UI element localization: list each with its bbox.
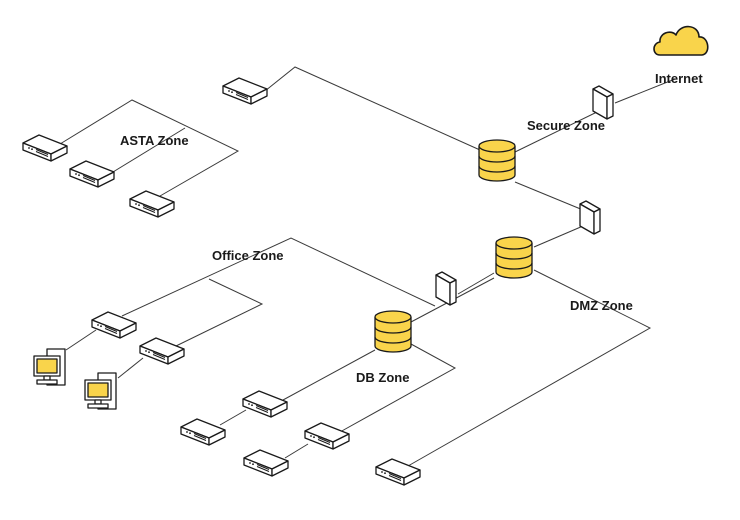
link-asta-branch	[112, 127, 186, 173]
link-internet-firewall	[614, 78, 676, 104]
workstation-icon	[33, 348, 66, 386]
firewall-icon	[592, 85, 614, 120]
secure-zone-label: Secure Zone	[527, 118, 606, 133]
asta-zone-label: ASTA Zone	[120, 133, 189, 148]
switch-icon	[22, 134, 68, 162]
link-workstation-2	[117, 357, 144, 379]
link-dmz-tree	[407, 269, 652, 467]
link-office-tree	[121, 237, 436, 317]
link-dmz-db-office-firewall	[457, 272, 495, 295]
firewall-icon	[435, 271, 457, 306]
database-icon	[374, 310, 412, 353]
cloud-icon	[653, 25, 709, 56]
switch-icon	[222, 77, 268, 105]
links	[59, 66, 676, 467]
link-dbzone-c	[284, 443, 309, 459]
switch-icon	[129, 190, 175, 218]
internet-label: Internet	[655, 71, 703, 86]
link-dbzone-a	[282, 349, 376, 401]
link-firewall-secure-db	[514, 111, 598, 153]
database-icon	[495, 236, 533, 279]
switch-icon	[304, 422, 350, 450]
office-zone-label: Office Zone	[212, 248, 284, 263]
switch-icon	[139, 337, 185, 365]
link-office-branch	[175, 278, 264, 347]
dmz-zone-label: DMZ Zone	[570, 298, 633, 313]
link-asta-secure-db	[264, 66, 481, 151]
firewall-icon	[579, 200, 601, 235]
workstation-icon	[84, 372, 117, 410]
link-dbzone-b	[219, 409, 247, 426]
switch-icon	[91, 311, 137, 339]
link-secure-db-firewall	[514, 181, 584, 211]
database-icon	[478, 139, 516, 182]
link-workstation-1	[65, 329, 97, 351]
db-zone-label: DB Zone	[356, 370, 410, 385]
link-firewall-dmz-db	[533, 225, 584, 248]
switch-icon	[180, 418, 226, 446]
switch-icon	[242, 390, 288, 418]
link-asta-tree	[59, 99, 240, 197]
switch-icon	[243, 449, 289, 477]
link-dbzone-tree	[339, 343, 457, 433]
switch-icon	[69, 160, 115, 188]
